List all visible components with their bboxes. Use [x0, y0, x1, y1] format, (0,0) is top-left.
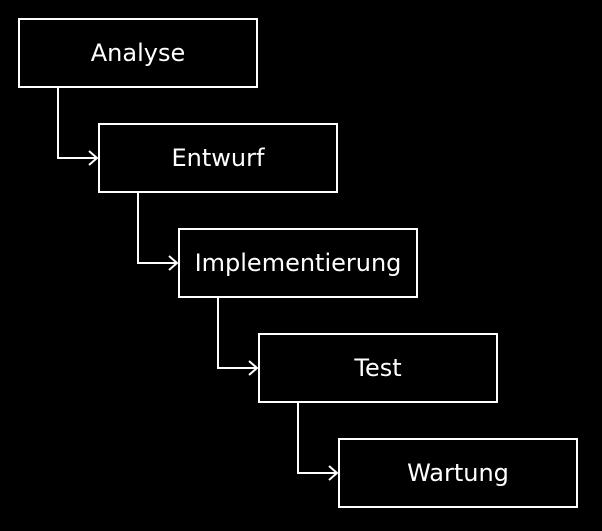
arrowhead-wartung: [328, 465, 339, 481]
stage-box-implementierung: Implementierung: [178, 228, 418, 298]
stage-label-test: Test: [354, 354, 402, 382]
stage-label-entwurf: Entwurf: [171, 144, 265, 172]
arrowhead-test: [248, 360, 259, 376]
stage-box-analyse: Analyse: [18, 18, 258, 88]
connector-implementierung-test: [217, 298, 257, 369]
stage-label-analyse: Analyse: [90, 39, 186, 67]
connector-analyse-entwurf: [57, 88, 97, 159]
stage-label-implementierung: Implementierung: [194, 249, 402, 277]
arrowhead-implementierung: [168, 255, 179, 271]
connector-entwurf-implementierung: [137, 193, 177, 264]
stage-box-entwurf: Entwurf: [98, 123, 338, 193]
stage-box-wartung: Wartung: [338, 438, 578, 508]
connector-test-wartung: [297, 403, 337, 474]
stage-box-test: Test: [258, 333, 498, 403]
arrowhead-entwurf: [88, 150, 99, 166]
stage-label-wartung: Wartung: [407, 459, 509, 487]
